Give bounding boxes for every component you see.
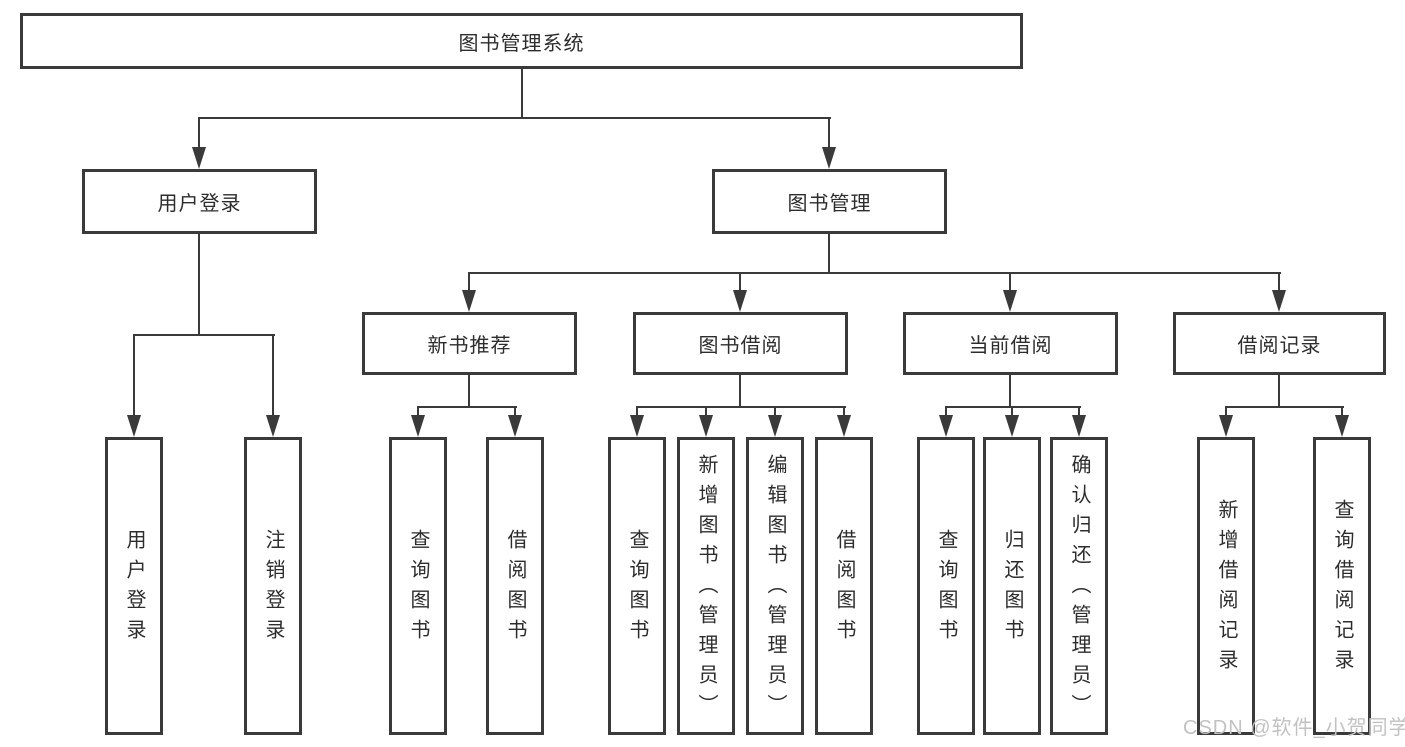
leaf-query-books-recommend-label: 查询图书	[407, 529, 429, 649]
arrow-down-icon	[1005, 415, 1019, 437]
connector-line	[468, 272, 1281, 274]
leaf-add-books-admin-label: 新增图书（管理员）	[695, 454, 717, 724]
connector-line	[945, 406, 947, 418]
connector-line	[198, 117, 200, 149]
leaf-query-borrow-record: 查询借阅记录	[1313, 437, 1371, 735]
node-book-management-label: 图书管理	[787, 193, 872, 215]
connector-line	[272, 334, 274, 417]
connector-line	[1341, 406, 1343, 418]
leaf-query-books-current-label: 查询图书	[935, 529, 957, 649]
connector-line	[1011, 406, 1013, 418]
arrow-down-icon	[1072, 415, 1086, 437]
leaf-query-borrow-record-label: 查询借阅记录	[1331, 499, 1353, 679]
connector-line	[521, 69, 523, 118]
connector-line	[198, 117, 831, 119]
leaf-add-books-admin: 新增图书（管理员）	[677, 437, 735, 735]
connector-line	[1225, 406, 1227, 418]
connector-line	[828, 117, 830, 149]
arrow-down-icon	[1272, 290, 1286, 312]
connector-line	[828, 234, 830, 274]
connector-line	[774, 406, 776, 418]
connector-line	[1225, 406, 1344, 408]
leaf-add-borrow-record: 新增借阅记录	[1197, 437, 1255, 735]
node-new-book-recommendation-label: 新书推荐	[427, 335, 512, 357]
node-book-borrowing: 图书借阅	[633, 312, 848, 375]
arrow-down-icon	[462, 290, 476, 312]
leaf-query-books-current: 查询图书	[917, 437, 975, 735]
arrow-down-icon	[822, 147, 836, 169]
node-current-borrowing: 当前借阅	[903, 312, 1118, 375]
connector-line	[1278, 272, 1280, 292]
leaf-confirm-return-admin-label: 确认归还（管理员）	[1068, 454, 1090, 724]
leaf-borrow-books-recommend-label: 借阅图书	[504, 529, 526, 649]
connector-line	[417, 406, 419, 418]
connector-line	[1009, 375, 1011, 408]
leaf-return-books: 归还图书	[983, 437, 1041, 735]
arrow-down-icon	[266, 415, 280, 437]
leaf-return-books-label: 归还图书	[1001, 529, 1023, 649]
arrow-down-icon	[127, 415, 141, 437]
root-node-label: 图书管理系统	[458, 32, 585, 55]
csdn-watermark: CSDN @软件_小贺同学	[1183, 717, 1405, 739]
leaf-user-login: 用户登录	[105, 437, 163, 735]
connector-line	[1278, 375, 1280, 408]
node-current-borrowing-label: 当前借阅	[968, 335, 1053, 357]
leaf-edit-books-admin: 编辑图书（管理员）	[746, 437, 804, 735]
leaf-logout: 注销登录	[244, 437, 302, 735]
node-user-login-label: 用户登录	[157, 193, 242, 215]
connector-line	[705, 406, 707, 418]
leaf-edit-books-admin-label: 编辑图书（管理员）	[764, 454, 786, 724]
node-book-borrowing-label: 图书借阅	[698, 335, 783, 357]
node-book-management: 图书管理	[712, 169, 947, 234]
node-new-book-recommendation: 新书推荐	[362, 312, 577, 375]
node-borrowing-records-label: 借阅记录	[1237, 335, 1322, 357]
connector-line	[468, 375, 470, 408]
connector-line	[739, 272, 741, 292]
arrow-down-icon	[1219, 415, 1233, 437]
connector-line	[198, 234, 200, 336]
root-node-library-management-system: 图书管理系统	[20, 13, 1023, 69]
leaf-logout-label: 注销登录	[262, 529, 284, 649]
leaf-borrow-books: 借阅图书	[815, 437, 873, 735]
connector-line	[417, 406, 517, 408]
arrow-down-icon	[939, 415, 953, 437]
connector-line	[514, 406, 516, 418]
connector-line	[739, 375, 741, 408]
arrow-down-icon	[837, 415, 851, 437]
leaf-add-borrow-record-label: 新增借阅记录	[1215, 499, 1237, 679]
connector-line	[133, 334, 275, 336]
connector-line	[468, 272, 470, 292]
leaf-borrow-books-label: 借阅图书	[833, 529, 855, 649]
leaf-query-books-recommend: 查询图书	[389, 437, 447, 735]
node-user-login: 用户登录	[82, 169, 317, 234]
connector-line	[1078, 406, 1080, 418]
arrow-down-icon	[1003, 290, 1017, 312]
arrow-down-icon	[768, 415, 782, 437]
connector-line	[1009, 272, 1011, 292]
arrow-down-icon	[411, 415, 425, 437]
arrow-down-icon	[699, 415, 713, 437]
leaf-borrow-books-recommend: 借阅图书	[486, 437, 544, 735]
connector-line	[843, 406, 845, 418]
connector-line	[636, 406, 638, 418]
node-borrowing-records: 借阅记录	[1173, 312, 1386, 375]
leaf-query-books-borrowing: 查询图书	[608, 437, 666, 735]
connector-line	[945, 406, 1081, 408]
arrow-down-icon	[733, 290, 747, 312]
leaf-query-books-borrowing-label: 查询图书	[626, 529, 648, 649]
arrow-down-icon	[630, 415, 644, 437]
arrow-down-icon	[508, 415, 522, 437]
leaf-user-login-label: 用户登录	[123, 529, 145, 649]
arrow-down-icon	[1335, 415, 1349, 437]
leaf-confirm-return-admin: 确认归还（管理员）	[1050, 437, 1108, 735]
arrow-down-icon	[192, 147, 206, 169]
connector-line	[636, 406, 846, 408]
connector-line	[133, 334, 135, 417]
